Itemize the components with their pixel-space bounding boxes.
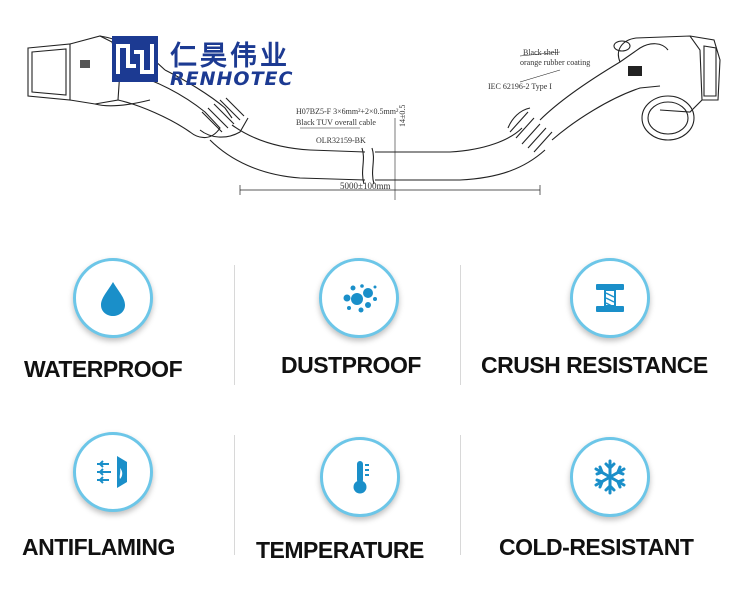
cable-diagram xyxy=(27,35,721,200)
flame-shield-icon xyxy=(97,456,127,488)
crush-press-icon xyxy=(596,284,624,312)
crush-resistance-badge xyxy=(570,258,650,338)
cold-resistant-badge xyxy=(570,437,650,517)
feature-label-waterproof: WATERPROOF xyxy=(24,356,183,382)
cable-lower-right xyxy=(375,149,546,181)
brand-name-cn: 仁昊伟业 xyxy=(170,41,290,72)
feature-label-dustproof: DUSTPROOF xyxy=(281,352,421,378)
standard-label: IEC 62196-2 Type I xyxy=(488,82,552,91)
thermometer-icon xyxy=(353,461,369,494)
divider xyxy=(460,265,461,385)
divider xyxy=(460,435,461,555)
right-plug-housing xyxy=(617,35,703,113)
cable-drawing: 仁昊伟业 RENHOTEC H07BZ5-F 3×6mm²+2×0.5mm² B… xyxy=(0,0,750,215)
left-plug-front xyxy=(27,43,71,101)
cable-upper-left xyxy=(231,124,366,153)
left-handle xyxy=(117,69,221,139)
antiflaming-badge xyxy=(73,432,153,512)
feature-label-crush-resistance: CRUSH RESISTANCE xyxy=(481,352,708,378)
diameter-label: 14±0.5 xyxy=(398,104,407,127)
dust-particles-icon xyxy=(343,284,377,313)
snowflake-icon xyxy=(594,459,626,495)
cable-lower-left xyxy=(209,139,366,181)
water-drop-icon xyxy=(101,282,125,316)
shell-label: Black shell xyxy=(523,48,559,57)
cable-type-label: Black TUV overall cable xyxy=(296,118,376,127)
divider xyxy=(234,265,235,385)
temperature-badge xyxy=(320,437,400,517)
cable-code-label: OLR32159-BK xyxy=(316,136,366,145)
brand-logo-icon xyxy=(112,36,158,82)
feature-label-temperature: TEMPERATURE xyxy=(256,537,424,563)
brand-name-en: RENHOTEC xyxy=(170,68,294,90)
cable-spec-label: H07BZ5-F 3×6mm²+2×0.5mm² xyxy=(296,107,399,116)
feature-label-antiflaming: ANTIFLAMING xyxy=(22,534,175,560)
waterproof-badge xyxy=(73,258,153,338)
length-label: 5000±100mm xyxy=(340,181,391,191)
feature-label-cold-resistant: COLD-RESISTANT xyxy=(499,534,694,560)
coating-label: orange rubber coating xyxy=(520,58,591,67)
divider xyxy=(234,435,235,555)
cable-upper-right xyxy=(375,127,523,153)
right-handle xyxy=(539,43,669,121)
dustproof-badge xyxy=(319,258,399,338)
